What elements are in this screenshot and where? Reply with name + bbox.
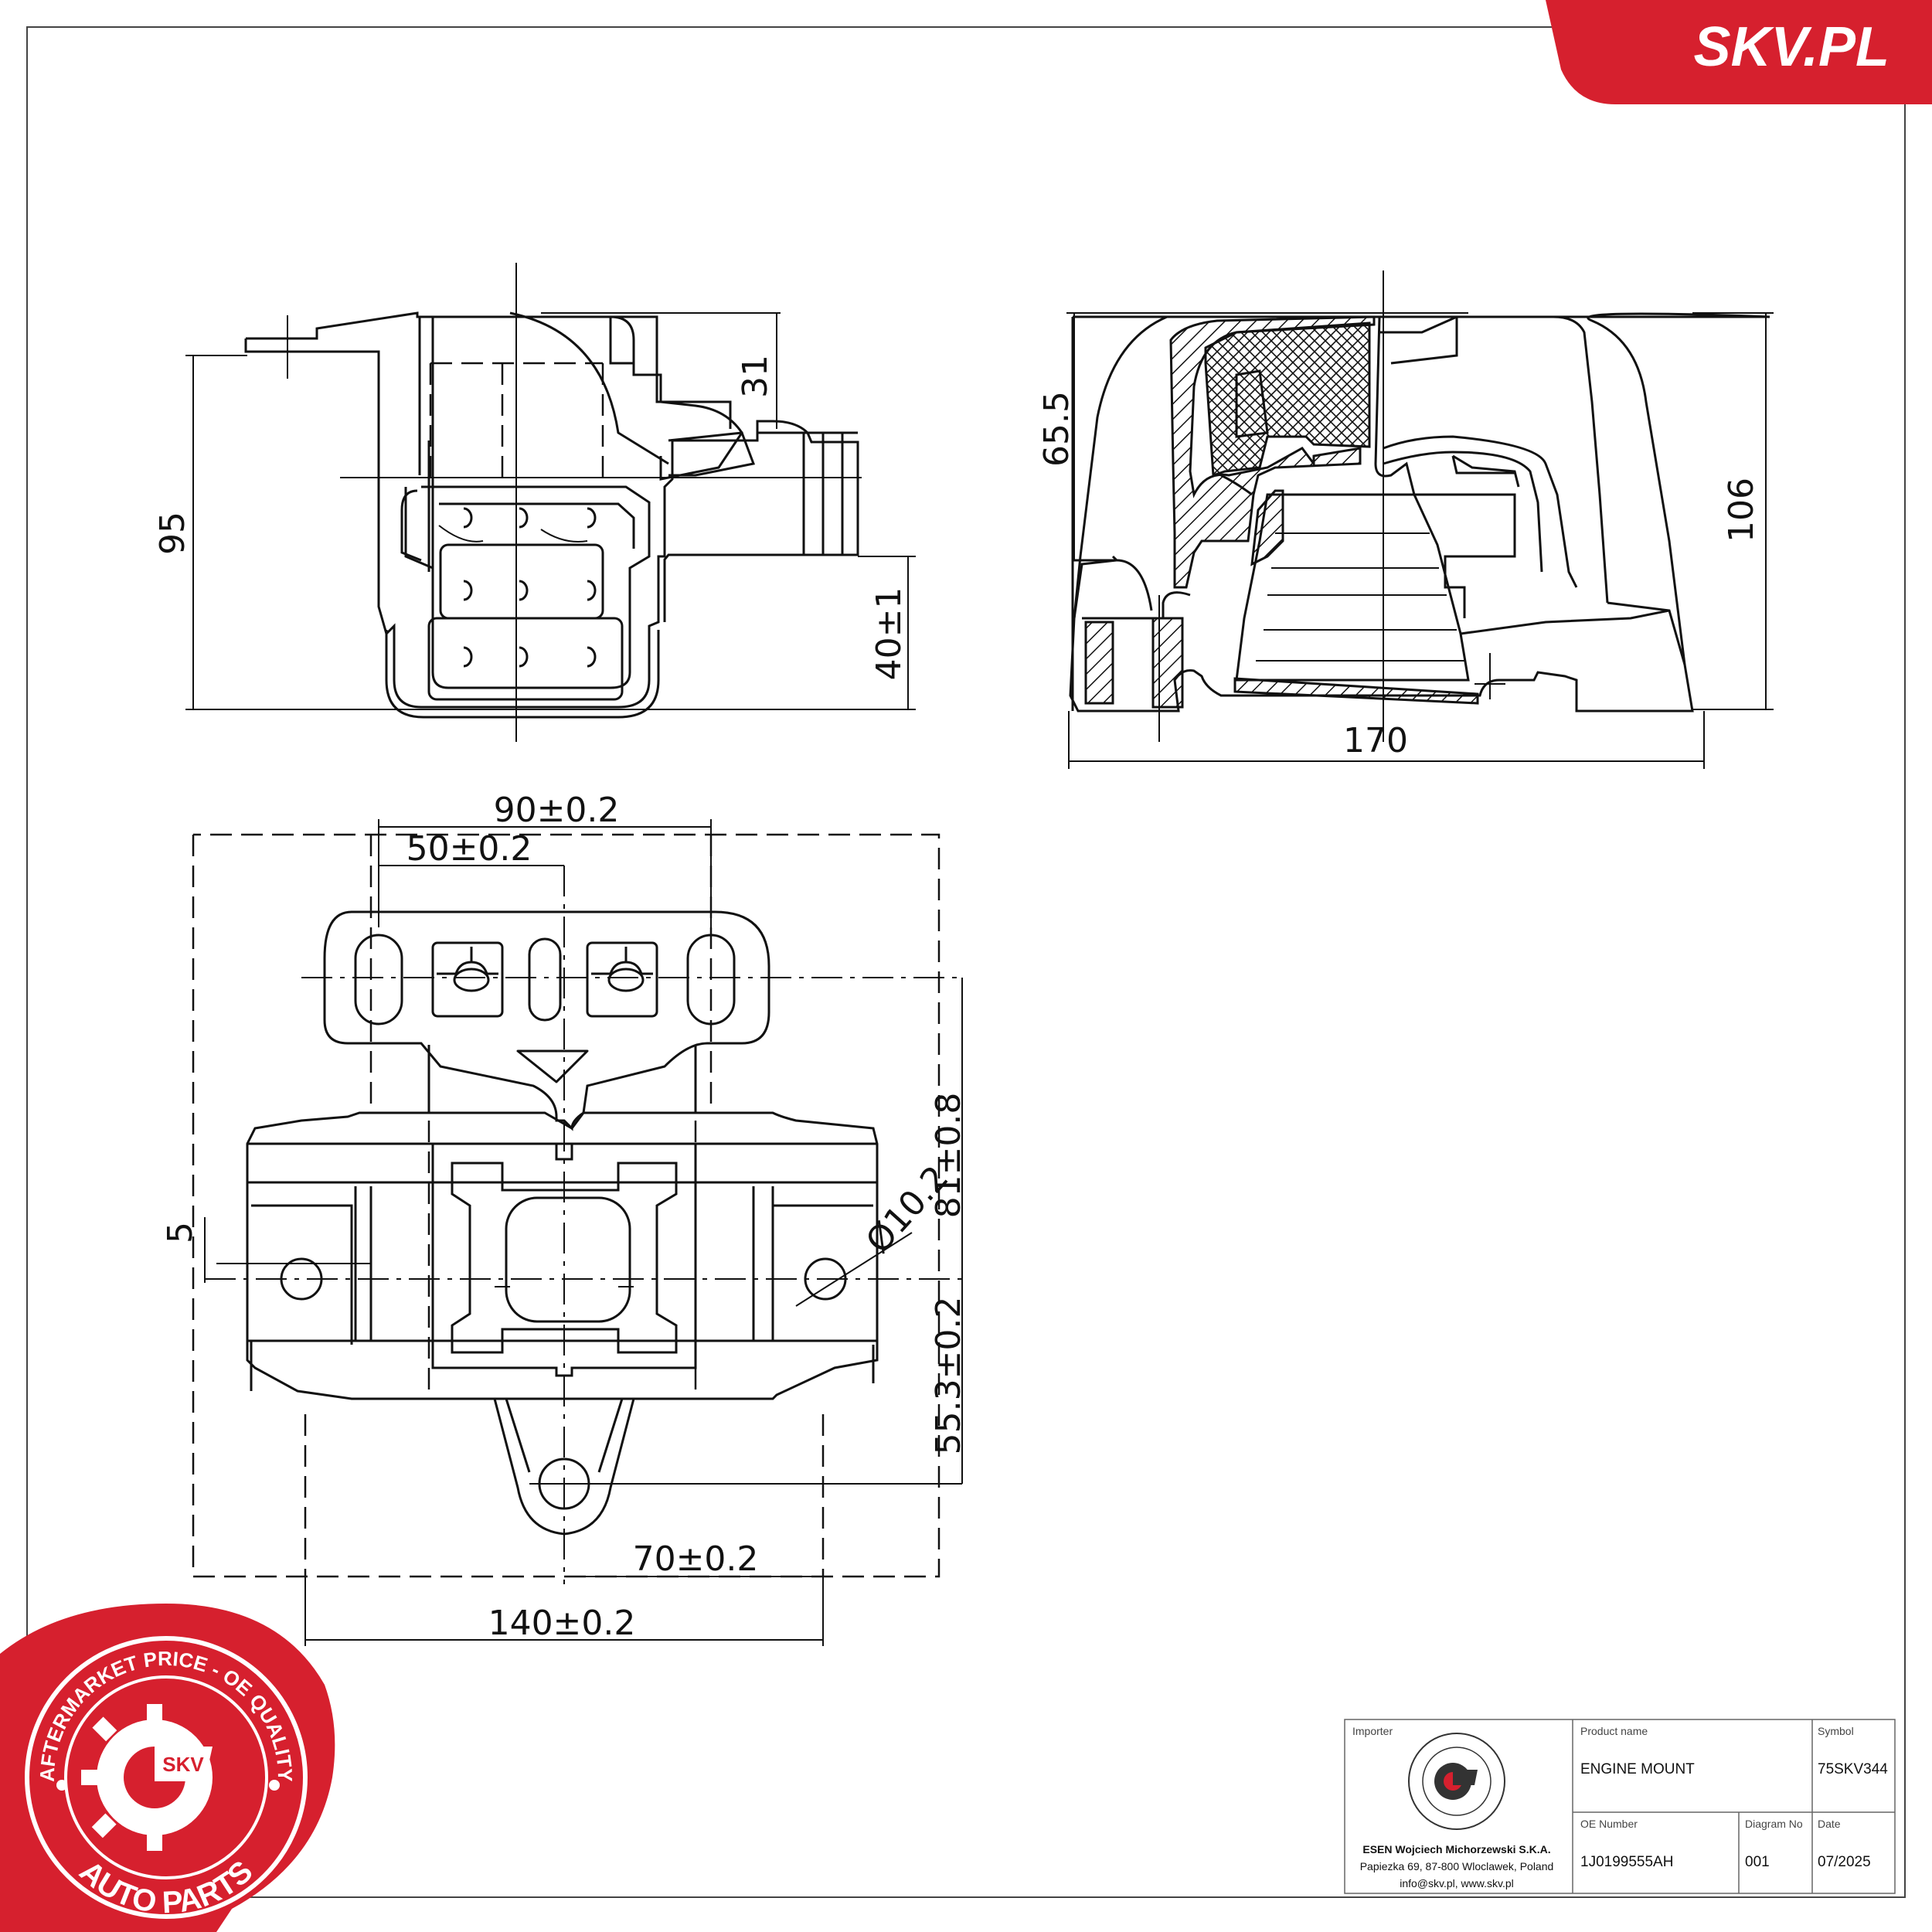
mount-holes	[463, 507, 597, 668]
importer-address: Papiezka 69, 87-800 Wloclawek, Poland	[1360, 1860, 1554, 1872]
diagram-no-label: Diagram No	[1745, 1818, 1803, 1830]
brand-logo-text: SKV.PL	[1694, 16, 1889, 78]
dim-height-bottom: 40±1	[869, 587, 909, 681]
importer-label: Importer	[1352, 1725, 1393, 1737]
symbol-value: 75SKV344	[1818, 1761, 1888, 1777]
importer-name: ESEN Wojciech Michorzewski S.K.A.	[1362, 1843, 1550, 1855]
dim-height-total: 95	[153, 512, 192, 555]
importer-logo	[1408, 1733, 1505, 1830]
oe-number-label: OE Number	[1580, 1818, 1638, 1830]
dim-top-inner: 50±0.2	[406, 829, 532, 869]
product-name-label: Product name	[1580, 1725, 1648, 1737]
top-view: 90±0.2 50±0.2 5 81±0.8 55.3±0.2 Ø10.2 70…	[161, 791, 968, 1646]
date-value: 07/2025	[1818, 1854, 1871, 1870]
dim-bottom-inner: 70±0.2	[633, 1539, 759, 1579]
importer-contact: info@skv.pl, www.skv.pl	[1400, 1877, 1514, 1889]
dim-section-width: 170	[1343, 721, 1408, 760]
date-label: Date	[1818, 1818, 1841, 1830]
dim-section-height-right: 106	[1722, 478, 1761, 543]
dim-section-height-left: 65.5	[1037, 391, 1077, 467]
drawing-frame	[26, 26, 1906, 1898]
title-block: Importer ESEN Wojciech Michorzewski S.K.…	[1344, 1719, 1896, 1894]
dim-right-lower: 55.3±0.2	[929, 1297, 968, 1455]
diagram-no: 001	[1745, 1854, 1770, 1870]
side-view: 95 31 40±1	[153, 263, 916, 742]
seal-badge-text: SKV	[162, 1753, 204, 1776]
dim-top-outer: 90±0.2	[494, 791, 620, 830]
product-name: ENGINE MOUNT	[1580, 1761, 1695, 1777]
brand-corner: SKV.PL	[1546, 0, 1932, 104]
dim-bottom-outer: 140±0.2	[488, 1604, 636, 1643]
dim-left-offset: 5	[161, 1222, 200, 1243]
dim-right-upper: 81±0.8	[929, 1093, 968, 1219]
quality-seal: AFTERMARKET PRICE - OE QUALITY AUTO PART…	[0, 1604, 335, 1932]
dim-height-top: 31	[736, 355, 775, 398]
symbol-label: Symbol	[1818, 1725, 1854, 1737]
section-view: 65.5 106 170	[1037, 270, 1774, 769]
oe-number: 1J0199555AH	[1580, 1854, 1673, 1870]
